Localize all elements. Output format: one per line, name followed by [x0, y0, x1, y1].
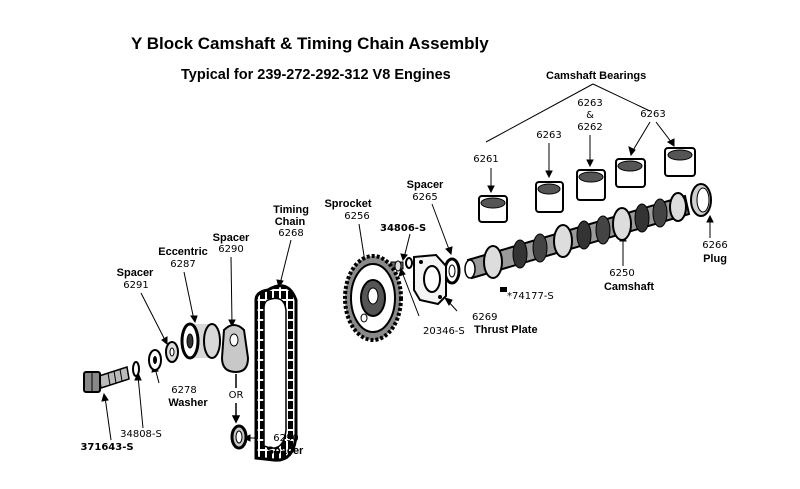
bearings-leader-lines [485, 83, 651, 143]
spacer-6290-alternate [230, 424, 248, 450]
label-washer-34808: 34808-S [120, 429, 162, 440]
label-sprocket-name: Sprocket [324, 198, 372, 210]
label-spacer-6265-number: 6265 [412, 192, 438, 203]
label-timing-chain-name-2: Chain [274, 216, 306, 228]
spacer-6290 [220, 324, 250, 374]
label-washer-6278-number: 6278 [171, 385, 197, 396]
spacer-6291 [165, 341, 179, 363]
label-eccentric-name: Eccentric [158, 246, 208, 258]
sprocket-6256 [343, 254, 403, 342]
label-spacer-6291-number: 6291 [123, 280, 149, 291]
label-spacer-6290-name: Spacer [212, 232, 250, 244]
label-bolt-20346: 20346-S [423, 326, 465, 337]
label-bearing-6261: 6261 [473, 154, 499, 165]
camshaft-6250 [464, 192, 691, 280]
label-or: OR [228, 390, 244, 401]
label-bearing-ampersand: & [586, 110, 594, 121]
page-subtitle: Typical for 239-272-292-312 V8 Engines [181, 67, 451, 83]
label-washer-34806: 34806-S [380, 223, 427, 234]
label-key-number: *74177-S [507, 291, 554, 302]
woodruff-key [500, 287, 507, 292]
washer-6278 [148, 349, 162, 371]
label-camshaft-number: 6250 [609, 268, 635, 279]
label-spacer-6290b-name: Spacer [266, 445, 304, 457]
label-eccentric-number: 6287 [170, 259, 196, 270]
lock-washer-34808 [132, 361, 140, 377]
camshaft-bearing-6263-b [615, 158, 646, 188]
label-timing-chain-name-1: Timing [273, 204, 309, 216]
label-plug-number: 6266 [702, 240, 728, 251]
label-plug-name: Plug [703, 253, 727, 265]
spacer-6265 [443, 257, 461, 285]
camshaft-bearing-6263-c [664, 147, 696, 177]
label-bearing-6263-c: 6263 [640, 109, 666, 120]
label-thrust-plate-number: 6269 [472, 312, 498, 323]
bolt-371643 [83, 366, 130, 393]
label-spacer-6290-number: 6290 [218, 244, 244, 255]
washer-34806 [390, 257, 413, 272]
label-camshaft-bearings: Camshaft Bearings [546, 70, 647, 82]
page-title: Y Block Camshaft & Timing Chain Assembly [131, 34, 489, 53]
timing-chain-6268 [254, 284, 298, 462]
label-bearing-6263-a: 6263 [536, 130, 562, 141]
label-spacer-6265-name: Spacer [406, 179, 444, 191]
or-connector [231, 374, 241, 424]
camshaft-bearing-6262 [576, 169, 606, 201]
label-camshaft-name: Camshaft [603, 281, 655, 293]
label-bearing-6263-b: 6263 [577, 98, 603, 109]
label-bearing-6262: 6262 [577, 122, 603, 133]
label-sprocket-number: 6256 [344, 211, 370, 222]
camshaft-bearing-6261 [478, 195, 508, 223]
label-spacer-6290b-number: 6290 [273, 433, 299, 444]
eccentric-6287 [180, 322, 221, 360]
plug-6266 [690, 183, 712, 217]
label-timing-chain-number: 6268 [278, 228, 304, 239]
thrust-plate-6269 [413, 253, 447, 306]
label-washer-6278-name: Washer [168, 397, 208, 409]
camshaft-bearing-6263-a [535, 181, 564, 213]
label-thrust-plate-name: Thrust Plate [474, 324, 538, 336]
label-bolt-371643: 371643-S [80, 442, 134, 453]
label-spacer-6291-name: Spacer [116, 267, 154, 279]
